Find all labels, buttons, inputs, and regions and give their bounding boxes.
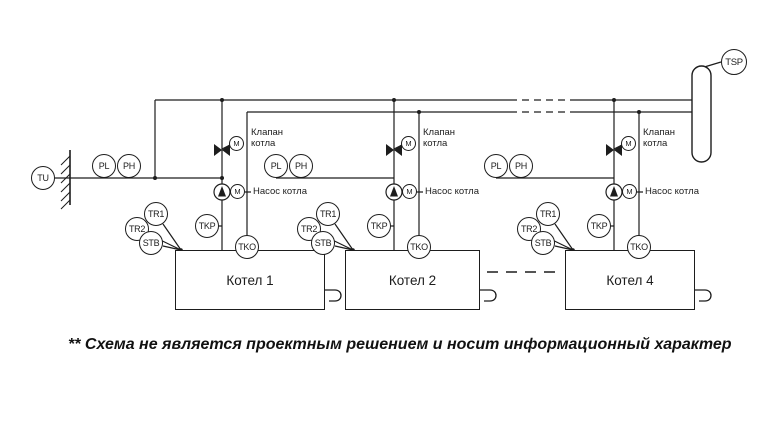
sensor-tko-2: TKO	[407, 235, 431, 259]
valve-motor-3: M	[621, 136, 636, 151]
sensor-tko-3: TKO	[627, 235, 651, 259]
valve-motor-1: M	[229, 136, 244, 151]
sensor-ph-1: PH	[117, 154, 141, 178]
boiler-4: Котел 4	[565, 250, 695, 310]
sensor-stb-2: STB	[311, 231, 335, 255]
sensor-ph-2: PH	[289, 154, 313, 178]
sensor-pl-1: PL	[92, 154, 116, 178]
valve-label-2: Клапан котла	[422, 127, 468, 149]
boiler-stub-icon	[325, 289, 712, 302]
sensor-ph-3: PH	[509, 154, 533, 178]
hydraulic-separator	[691, 65, 712, 163]
pump-motor-1: M	[230, 184, 245, 199]
sensor-tkp-1: TKP	[195, 214, 219, 238]
boiler-valve-icon	[214, 144, 622, 156]
pipe-lines-dashed	[510, 99, 570, 113]
boiler-1-label: Котел 1	[226, 272, 274, 288]
valve-label-3: Клапан котла	[642, 127, 688, 149]
sensor-tr1-1: TR1	[144, 202, 168, 226]
sensor-tr1-2: TR1	[316, 202, 340, 226]
pump-motor-3: M	[622, 184, 637, 199]
pump-label-2: Насос котла	[424, 186, 480, 198]
sensor-tkp-2: TKP	[367, 214, 391, 238]
sensor-pl-3: PL	[484, 154, 508, 178]
disclaimer-note: ** Схема не является проектным решением …	[68, 336, 732, 353]
boiler-4-label: Котел 4	[606, 272, 654, 288]
valve-label-1: Клапан котла	[250, 127, 296, 149]
junction-dots	[153, 98, 641, 252]
sensor-pl-2: PL	[264, 154, 288, 178]
wall-icon	[60, 150, 71, 210]
sensor-tko-1: TKO	[235, 235, 259, 259]
sensor-stb-1: STB	[139, 231, 163, 255]
boiler-1: Котел 1	[175, 250, 325, 310]
pump-motor-2: M	[402, 184, 417, 199]
pump-label-1: Насос котла	[252, 186, 308, 198]
sensor-tr2-1: TR2	[125, 217, 149, 241]
valve-motor-2: M	[401, 136, 416, 151]
sensor-tr1-3: TR1	[536, 202, 560, 226]
boiler-2: Котел 2	[345, 250, 480, 310]
sensor-tkp-3: TKP	[587, 214, 611, 238]
sensor-stb-3: STB	[531, 231, 555, 255]
sensor-tsp: TSP	[721, 49, 747, 75]
pump-label-3: Насос котла	[644, 186, 700, 198]
boiler-2-label: Котел 2	[388, 272, 437, 288]
sensor-tu: TU	[31, 166, 55, 190]
